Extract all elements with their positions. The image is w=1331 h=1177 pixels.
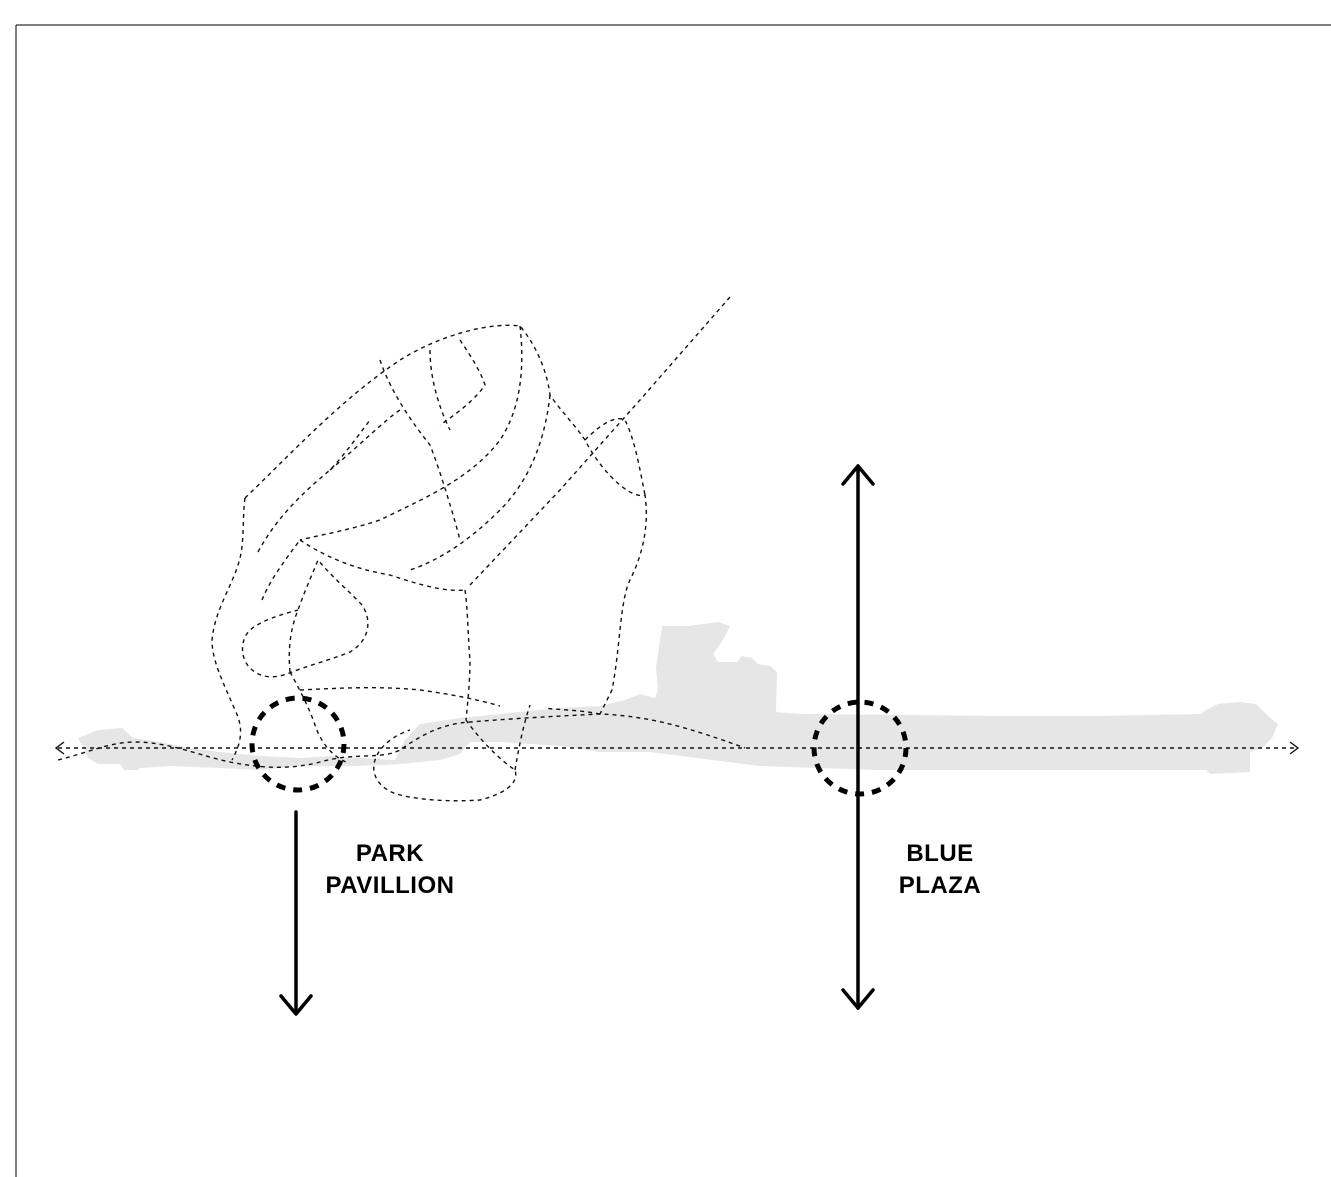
park-pavillion-node [249,695,347,793]
park-pavillion-arrow [279,810,313,1016]
blue-plaza-label-line1: BLUE [906,840,974,867]
blue-plaza-label: BLUE PLAZA [880,838,1000,902]
axis-arrowhead-right [1289,741,1300,755]
park-path-network [211,324,648,802]
park-pavillion-label-line1: PARK [355,840,425,867]
blue-plaza-label-line2: PLAZA [898,872,982,899]
axis-arrowhead-left [54,741,65,755]
park-pavillion-label: PARK PAVILLION [310,838,470,902]
park-pavillion-label-line2: PAVILLION [325,872,455,899]
blue-plaza-arrow [841,464,875,1010]
waterfront-footprint [78,622,1278,774]
diagonal-axis [469,296,731,586]
blue-plaza-node [811,699,909,797]
